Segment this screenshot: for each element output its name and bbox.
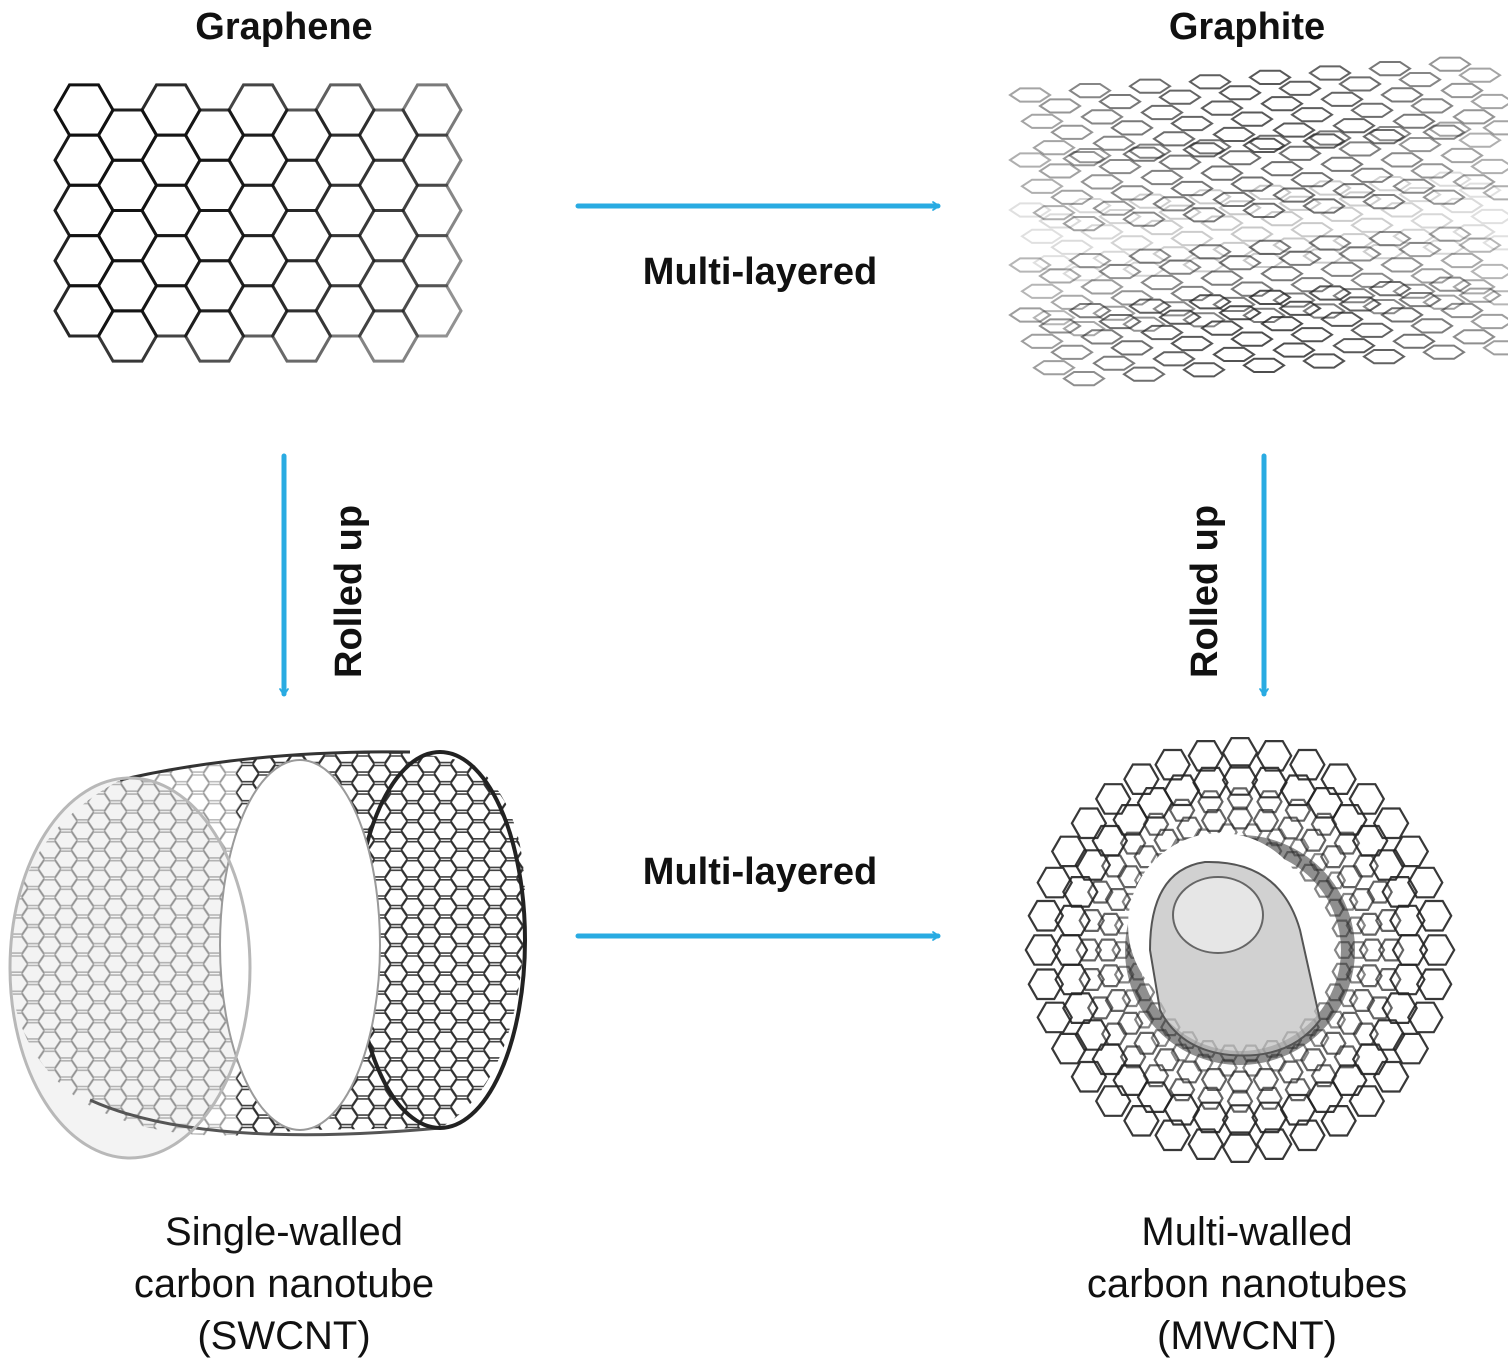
rolled-up-label-left: Rolled up: [328, 504, 370, 678]
graphite-layers: [1008, 56, 1508, 387]
mwcnt-caption: Multi-walled carbon nanotubes (MWCNT): [967, 1206, 1508, 1362]
graphite-title: Graphite: [1168, 6, 1326, 48]
swcnt-tube-illustration: [8, 750, 527, 1160]
graphene-lattice: [53, 83, 463, 363]
mwcnt-tube-illustration: [1024, 737, 1456, 1163]
swcnt-caption-line1: Single-walled: [165, 1210, 403, 1254]
mwcnt-caption-line1: Multi-walled: [1141, 1210, 1353, 1254]
multi-layered-label-top: Multi-layered: [642, 251, 878, 293]
swcnt-caption: Single-walled carbon nanotube (SWCNT): [4, 1206, 564, 1362]
graphene-title: Graphene: [195, 6, 373, 48]
swcnt-caption-line3: (SWCNT): [197, 1314, 371, 1358]
rolled-up-label-right: Rolled up: [1184, 504, 1226, 678]
swcnt-caption-line2: carbon nanotube: [133, 1262, 435, 1306]
mwcnt-caption-line2: carbon nanotubes: [1086, 1262, 1408, 1306]
mwcnt-caption-line3: (MWCNT): [1157, 1314, 1337, 1358]
multi-layered-label-bottom: Multi-layered: [642, 851, 878, 893]
